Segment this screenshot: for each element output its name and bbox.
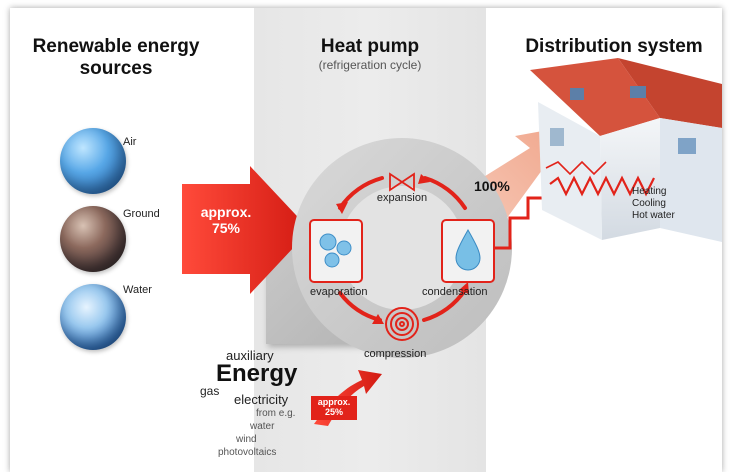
evaporation-icon	[319, 233, 352, 268]
output-list: Heating Cooling Hot water	[632, 186, 675, 222]
label-compression: compression	[364, 348, 427, 360]
water-sphere-icon	[60, 284, 126, 350]
auxiliary-water: water	[250, 421, 275, 432]
input-approx-label: approx.	[200, 204, 252, 220]
auxiliary-wind: wind	[236, 434, 257, 445]
cycle-arrow-bottom-right	[422, 288, 467, 322]
input-approx-value: 75%	[211, 220, 241, 236]
diagram-frame: Renewable energy sources Heat pump (refr…	[10, 8, 722, 472]
label-condensation: condensation	[422, 286, 488, 298]
expansion-valve-icon	[389, 172, 415, 192]
input-arrow	[182, 166, 310, 294]
auxiliary-electricity: electricity	[234, 392, 289, 407]
auxiliary-approx-label: approx.	[317, 397, 351, 407]
renewable-heading: Renewable energy sources	[16, 36, 216, 80]
renewable-heading-line1: Renewable energy	[32, 36, 200, 57]
auxiliary-photovoltaics: photovoltaics	[218, 447, 277, 458]
output-heating: Heating	[632, 186, 667, 197]
source-label-ground: Ground	[123, 208, 160, 220]
output-cooling: Cooling	[632, 198, 666, 209]
ground-sphere-icon	[60, 206, 126, 272]
auxiliary-from: from e.g.	[256, 408, 296, 419]
label-expansion: expansion	[376, 192, 428, 204]
label-evaporation: evaporation	[310, 286, 368, 298]
auxiliary-percentage: approx. 25%	[312, 397, 356, 417]
auxiliary-energy: Energy	[216, 360, 298, 387]
output-hot-water: Hot water	[632, 210, 675, 221]
cycle-diagram	[182, 58, 722, 426]
source-label-water: Water	[123, 284, 152, 296]
output-percentage: 100%	[474, 178, 510, 194]
compression-spiral-icon	[385, 307, 419, 341]
distribution-heading: Distribution system	[525, 36, 703, 57]
auxiliary-gas: gas	[200, 384, 220, 398]
condensation-drop-icon	[455, 228, 481, 271]
house-icon	[530, 58, 722, 242]
renewable-heading-line2: sources	[79, 58, 153, 79]
source-label-air: Air	[123, 136, 137, 148]
heat-pump-heading: Heat pump	[320, 36, 420, 57]
cycle-arrow-top-right	[423, 176, 467, 210]
input-percentage: approx. 75%	[196, 204, 256, 236]
heat-pump-subheading: (refrigeration cycle)	[318, 58, 422, 72]
auxiliary-approx-value: 25%	[324, 407, 343, 417]
air-sphere-icon	[60, 128, 126, 194]
auxiliary-label: auxiliary	[226, 348, 274, 363]
